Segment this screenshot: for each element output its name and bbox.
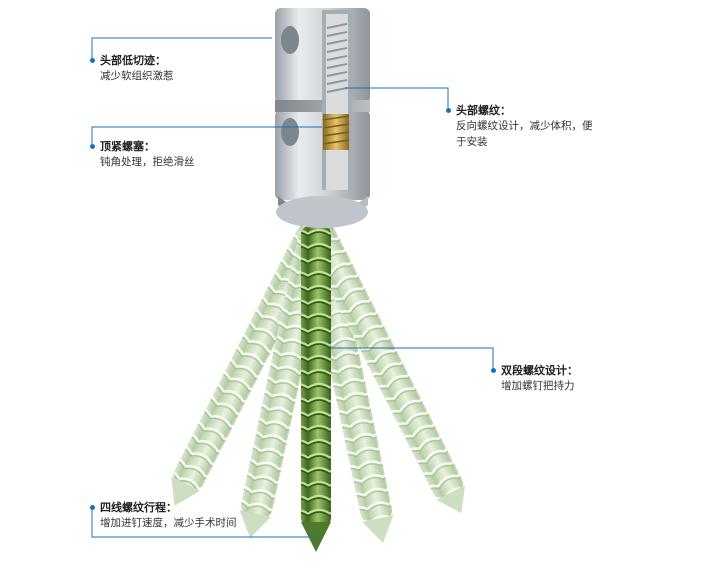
callout-set-screw: 顶紧螺塞： 钝角处理，拒绝滑丝 [100,139,195,170]
main-screw-shank [301,226,331,552]
callout-desc: 增加进钉速度，减少手术时间 [100,517,237,529]
callout-dual-thread: 双段螺纹设计： 增加螺钉把持力 [501,363,578,394]
callout-dot-head-thread [446,108,451,113]
callout-quad-lead: 四线螺纹行程： 增加进钉速度，减少手术时间 [100,500,237,531]
leader-lines [91,37,494,538]
callout-desc: 增加螺钉把持力 [501,380,575,392]
callout-head-low-profile: 头部低切迹： 减少软组织激惹 [100,53,174,84]
tulip-head [275,8,370,228]
callout-title: 头部低切迹： [100,54,166,67]
callout-title: 顶紧螺塞： [100,140,155,153]
callout-desc: 减少软组织激惹 [100,70,174,82]
callout-title: 头部螺纹： [456,104,511,117]
callout-dot-quad-lead [90,505,95,510]
callout-head-thread: 头部螺纹： 反向螺纹设计，减少体积，便 于安装 [456,103,593,150]
callout-title: 四线螺纹行程： [100,501,177,514]
callout-desc-line1: 反向螺纹设计，减少体积，便 [456,120,593,132]
callout-dot-head-profile [90,58,95,63]
callout-desc: 钝角处理，拒绝滑丝 [100,156,195,168]
callout-title: 双段螺纹设计： [501,364,578,377]
callout-dot-set-screw [90,144,95,149]
callout-dot-dual-thread [491,368,496,373]
callout-desc-line2: 于安装 [456,136,488,148]
